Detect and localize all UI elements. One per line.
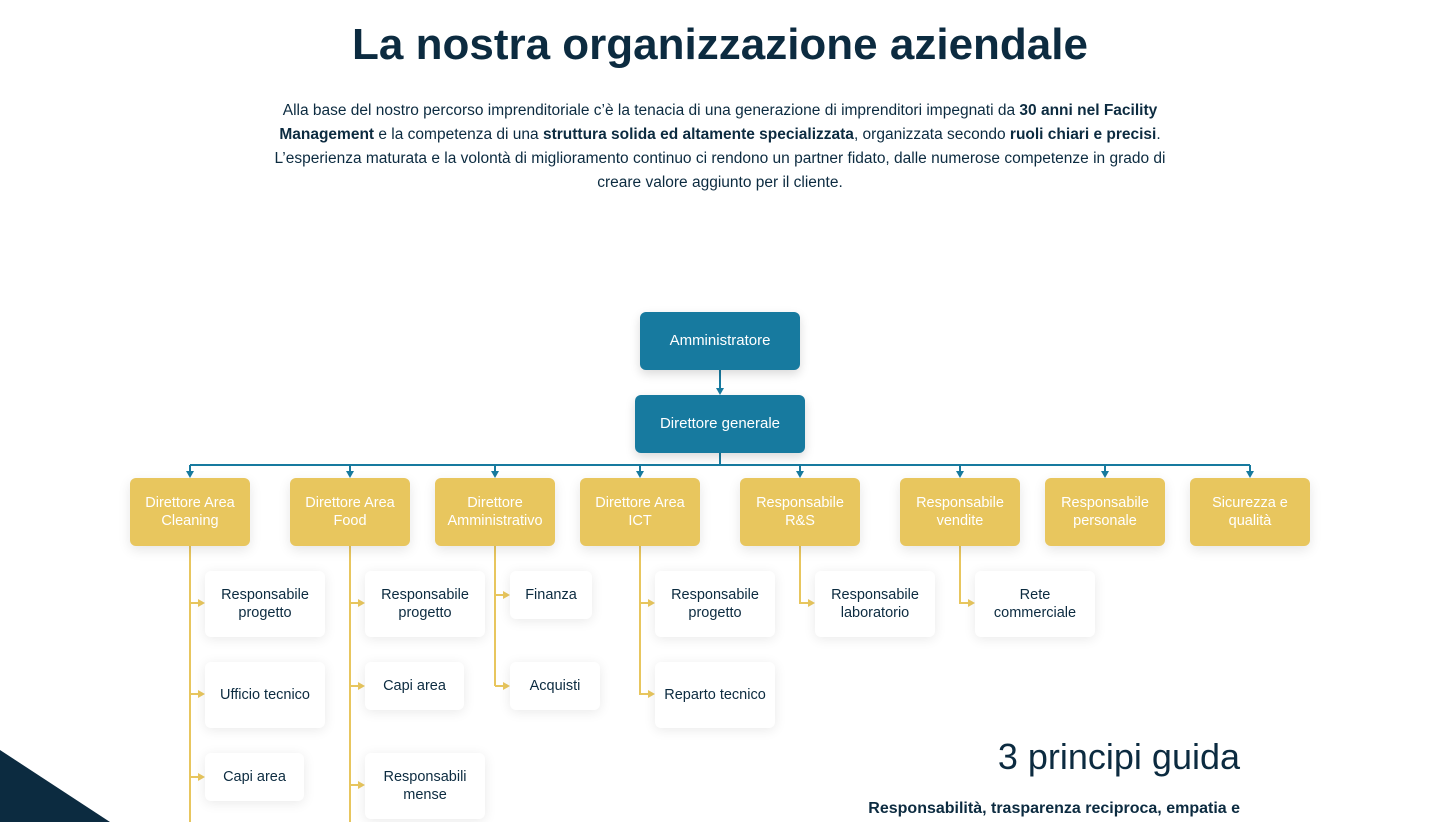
intro-text-2: e la competenza di una xyxy=(374,126,543,143)
arrow-child-1-1 xyxy=(358,682,365,690)
intro-text-1: Alla base del nostro percorso imprendito… xyxy=(282,102,1020,119)
org-box-subunit: Ufficio tecnico xyxy=(205,662,325,728)
arrow-child-3-0 xyxy=(648,599,655,607)
org-box-subunit: Reparto tecnico xyxy=(655,662,775,728)
arrow-area-7 xyxy=(1246,471,1254,478)
org-box-subunit: Acquisti xyxy=(510,662,600,710)
intro-text-5: L’esperienza maturata e la volontà di mi… xyxy=(274,150,1166,191)
org-box-area: Responsabile vendite xyxy=(900,478,1020,546)
org-box-area: Direttore Area ICT xyxy=(580,478,700,546)
arrow-area-4 xyxy=(796,471,804,478)
arrow-child-0-2 xyxy=(198,773,205,781)
org-box-subunit: Responsabili mense xyxy=(365,753,485,819)
org-box-area: Responsabile personale xyxy=(1045,478,1165,546)
org-box-area: Direttore Area Cleaning xyxy=(130,478,250,546)
principles-subtitle: Responsabilità, trasparenza reciproca, e… xyxy=(868,800,1240,817)
arrow-area-3 xyxy=(636,471,644,478)
arrow-area-1 xyxy=(346,471,354,478)
org-box-subunit: Responsabile progetto xyxy=(205,571,325,637)
arrow-child-3-1 xyxy=(648,690,655,698)
org-box-subunit: Rete commerciale xyxy=(975,571,1095,637)
org-box-admin: Amministratore xyxy=(640,312,800,370)
arrow-area-5 xyxy=(956,471,964,478)
org-box-area: Direttore Area Food xyxy=(290,478,410,546)
arrow-child-0-0 xyxy=(198,599,205,607)
intro-text-4: . xyxy=(1156,126,1161,143)
org-box-subunit: Finanza xyxy=(510,571,592,619)
org-box-subunit: Capi area xyxy=(365,662,464,710)
arrow-child-2-0 xyxy=(503,591,510,599)
intro-paragraph: Alla base del nostro percorso imprendito… xyxy=(260,99,1180,195)
org-box-subunit: Responsabile laboratorio xyxy=(815,571,935,637)
org-box-area: Responsabile R&S xyxy=(740,478,860,546)
page-title: La nostra organizzazione aziendale xyxy=(352,20,1088,69)
principles-title: 3 principi guida xyxy=(997,736,1240,777)
intro-text-3: , organizzata secondo xyxy=(853,126,1010,143)
org-box-subunit: Responsabile progetto xyxy=(365,571,485,637)
arrow-admin-director xyxy=(716,388,724,395)
arrow-area-0 xyxy=(186,471,194,478)
org-box-area: Sicurezza e qualità xyxy=(1190,478,1310,546)
org-box-subunit: Responsabile progetto xyxy=(655,571,775,637)
intro-bold-3: ruoli chiari e precisi xyxy=(1009,126,1157,143)
arrow-area-6 xyxy=(1101,471,1109,478)
org-box-subunit: Capi area xyxy=(205,753,304,801)
org-box-director: Direttore generale xyxy=(635,395,805,453)
arrow-child-0-1 xyxy=(198,690,205,698)
intro-bold-1: 30 anni nel Facility Management xyxy=(279,102,1158,143)
arrow-child-5-0 xyxy=(968,599,975,607)
arrow-child-1-0 xyxy=(358,599,365,607)
intro-bold-2: struttura solida ed altamente specializz… xyxy=(542,126,854,143)
arrow-child-2-1 xyxy=(503,682,510,690)
arrow-child-1-2 xyxy=(358,781,365,789)
arrow-child-4-0 xyxy=(808,599,815,607)
arrow-area-2 xyxy=(491,471,499,478)
org-box-area: Direttore Amministrativo xyxy=(435,478,555,546)
